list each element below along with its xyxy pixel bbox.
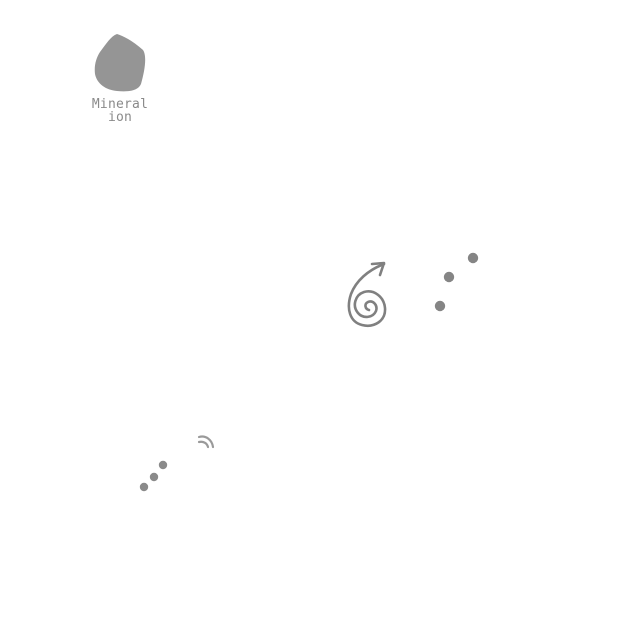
dot [139,482,149,492]
mineral-label-line1: Mineral [91,97,149,112]
dot [467,252,479,264]
mineral-label-line2: ion [107,110,133,125]
scatter-dots-icon [434,252,479,312]
mineral-label: Mineral ion [80,98,160,124]
dot [149,472,159,482]
dot [443,271,455,283]
dot [434,300,446,312]
signal-arcs-icon [197,435,215,449]
dot [158,460,168,470]
ellipsis-dots-icon [139,460,168,492]
spiral-arrow-icon [347,261,387,327]
mineral-rock-icon [94,34,146,92]
